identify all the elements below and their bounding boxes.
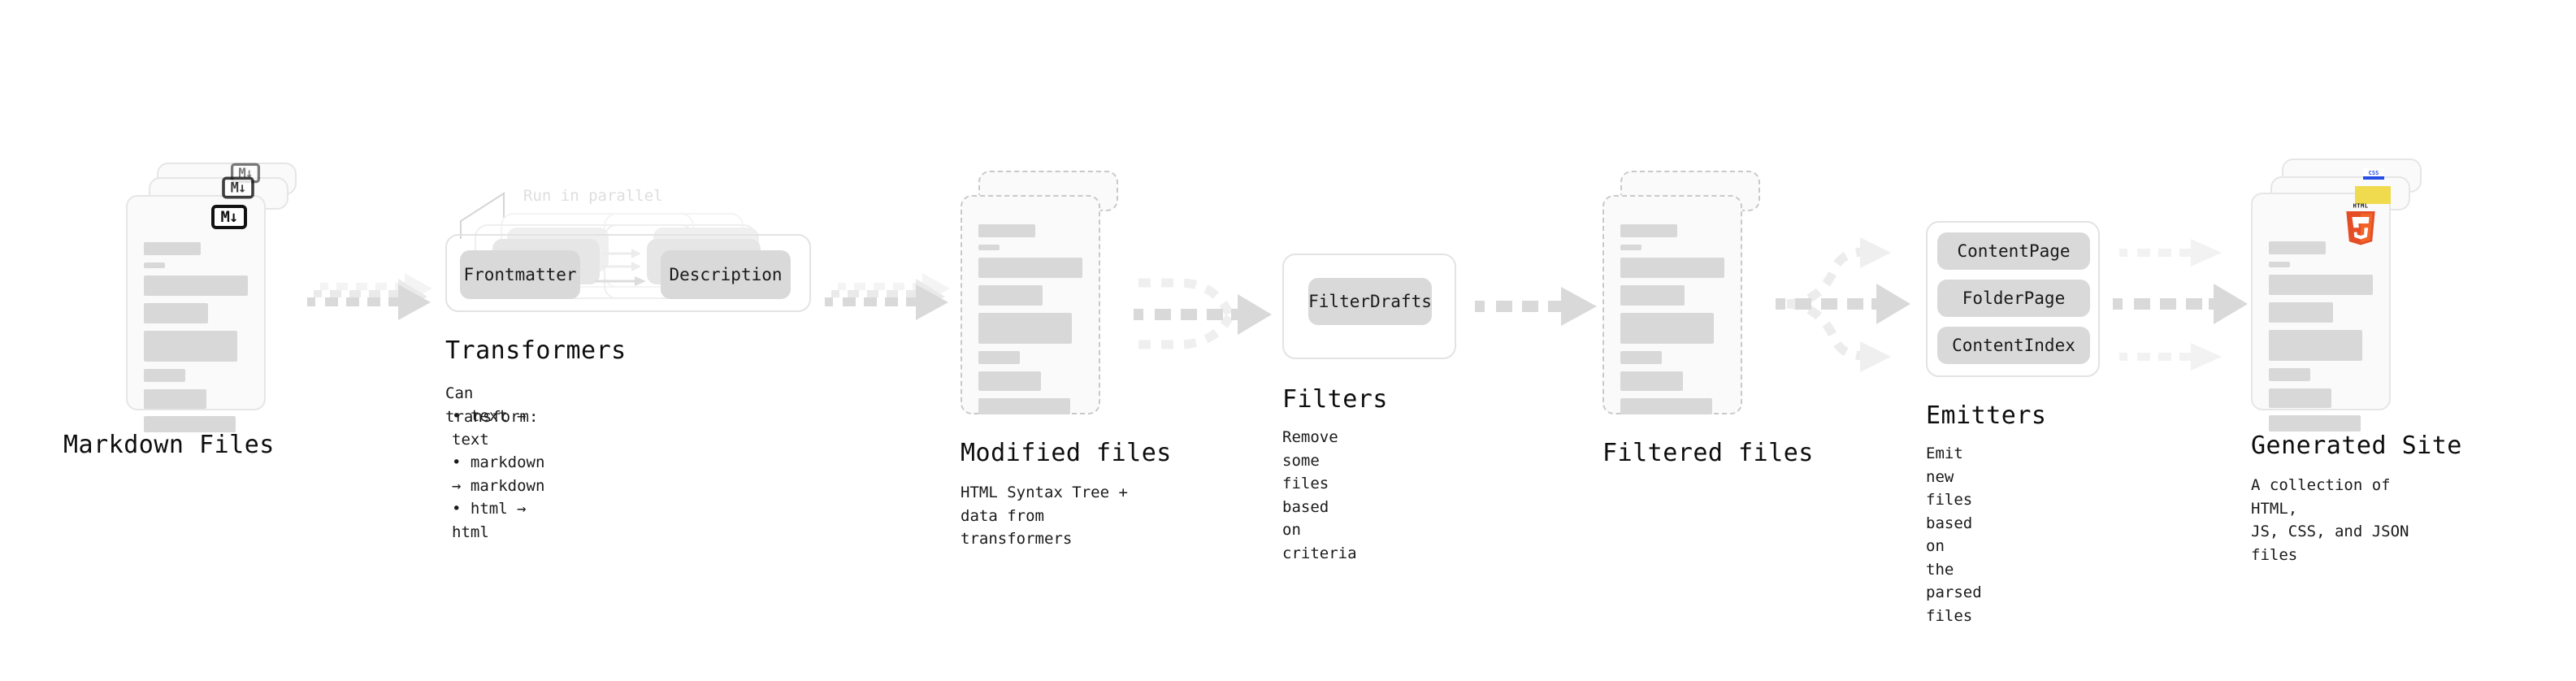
markdown-badge: M↓ bbox=[211, 205, 247, 229]
emitters-chip-folderpage[interactable]: FolderPage bbox=[1937, 280, 2090, 317]
markdown-files-title: Markdown Files bbox=[63, 431, 275, 459]
emitters-title: Emitters bbox=[1926, 401, 2047, 430]
markdown-card-front bbox=[126, 195, 266, 432]
transformers-list-item-0: text → text bbox=[452, 405, 544, 451]
transformers-title: Transformers bbox=[445, 336, 627, 365]
svg-text:HTML: HTML bbox=[2353, 202, 2369, 210]
connector-transformers-to-modified bbox=[825, 273, 950, 320]
filters-title: Filters bbox=[1282, 385, 1388, 414]
stage-markdown-files: M↓ M↓ M↓ Markdown Files bbox=[63, 163, 297, 459]
filtered-doc-stack bbox=[1602, 171, 1777, 414]
connector-md-to-transformers bbox=[307, 273, 432, 320]
connector-filters-to-filtered bbox=[1475, 287, 1597, 326]
markdown-doc-lines bbox=[144, 242, 248, 432]
markdown-badge-back-1: M↓ bbox=[222, 176, 254, 199]
markdown-doc-stack: M↓ M↓ M↓ bbox=[126, 163, 297, 432]
stage-modified-files: Modified files HTML Syntax Tree + data f… bbox=[961, 171, 1171, 548]
js-badge bbox=[2355, 186, 2391, 204]
connector-modified-to-filters bbox=[1134, 278, 1272, 349]
transformer-chip-description[interactable]: Description bbox=[661, 250, 791, 299]
connector-filtered-to-emitters bbox=[1776, 237, 1910, 372]
transformers-list-item-1: markdown → markdown bbox=[452, 451, 544, 497]
filtered-doc-lines bbox=[1620, 224, 1724, 414]
transformers-list: text → text markdown → markdown html → h… bbox=[452, 405, 544, 544]
stage-generated-site: CSS HTML Generated Site A collection of … bbox=[2251, 158, 2461, 564]
filtered-files-title: Filtered files bbox=[1602, 439, 1814, 467]
transformers-list-item-2: html → html bbox=[452, 497, 544, 544]
run-in-parallel-label: Run in parallel bbox=[523, 187, 663, 205]
modified-card-front bbox=[961, 195, 1100, 414]
emitters-chip-contentpage[interactable]: ContentPage bbox=[1937, 232, 2090, 270]
modified-files-subtitle: HTML Syntax Tree + data from transformer… bbox=[961, 484, 1128, 548]
stage-filtered-files: Filtered files bbox=[1602, 171, 1813, 467]
transformer-box-front bbox=[445, 234, 811, 312]
filters-subtitle: Remove some files based on criteria bbox=[1282, 428, 1357, 562]
filtered-card-front bbox=[1602, 195, 1742, 414]
connector-emitters-to-site bbox=[2113, 239, 2248, 371]
html5-badge: HTML bbox=[2346, 202, 2375, 245]
generated-site-subtitle: A collection of HTML, JS, CSS, and JSON … bbox=[2251, 476, 2409, 564]
generated-site-title: Generated Site bbox=[2251, 432, 2462, 460]
css-badge: CSS bbox=[2363, 168, 2384, 180]
site-doc-stack: CSS HTML bbox=[2251, 158, 2426, 432]
site-card-front bbox=[2251, 193, 2391, 432]
modified-doc-lines bbox=[978, 224, 1082, 414]
emitters-chip-contentindex[interactable]: ContentIndex bbox=[1937, 327, 2090, 364]
modified-files-title: Modified files bbox=[961, 439, 1172, 467]
emitters-subtitle: Emit new files based on the parsed files bbox=[1926, 445, 1982, 625]
site-doc-lines bbox=[2269, 241, 2373, 432]
transformer-chip-frontmatter[interactable]: Frontmatter bbox=[460, 250, 580, 299]
filters-chip-filterdrafts[interactable]: FilterDrafts bbox=[1308, 278, 1432, 325]
modified-doc-stack bbox=[961, 171, 1135, 414]
